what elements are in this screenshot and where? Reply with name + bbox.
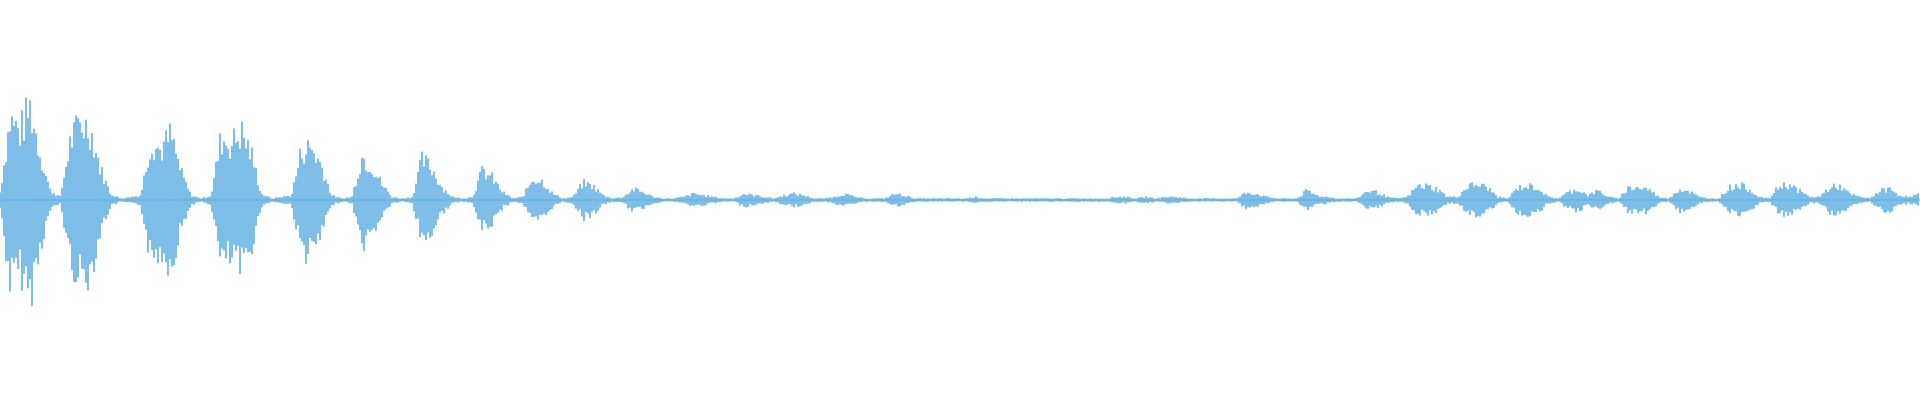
waveform-samples — [0, 97, 1919, 307]
